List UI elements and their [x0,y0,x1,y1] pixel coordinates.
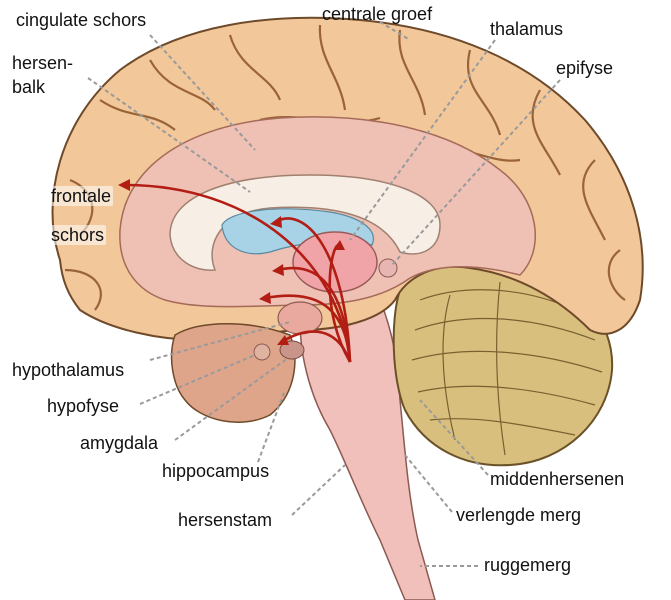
label-hypothalamus: hypothalamus [12,360,125,380]
amygdala-shape [279,340,305,360]
label-amygdala: amygdala [80,433,159,453]
thalamus-shape [292,231,378,293]
label-midbrain: middenhersenen [490,469,625,489]
pituitary-shape [253,343,271,361]
label-brainstem: hersenstam [178,510,273,530]
label-hippocampus: hippocampus [162,461,270,481]
leader-lines [87,21,561,567]
label-spinal-cord: ruggemerg [484,555,572,575]
hypothalamus-shape [277,301,323,335]
label-pituitary: hypofyse [47,396,120,416]
label-corpus-callosum-line2: balk [12,77,46,97]
label-corpus-callosum-line1: hersen- [12,53,74,73]
label-central-sulcus: centrale groef [322,4,433,24]
label-frontal-cortex-line2: schors [49,225,107,245]
label-cingulate-cortex: cingulate schors [16,10,147,30]
label-pineal-gland: epifyse [556,58,614,78]
label-frontal-cortex-line1: frontale [49,186,114,206]
temporal-lobe-shape [170,323,296,423]
label-thalamus: thalamus [490,19,564,39]
label-medulla: verlengde merg [456,505,582,525]
pathway-arrows [118,179,352,363]
